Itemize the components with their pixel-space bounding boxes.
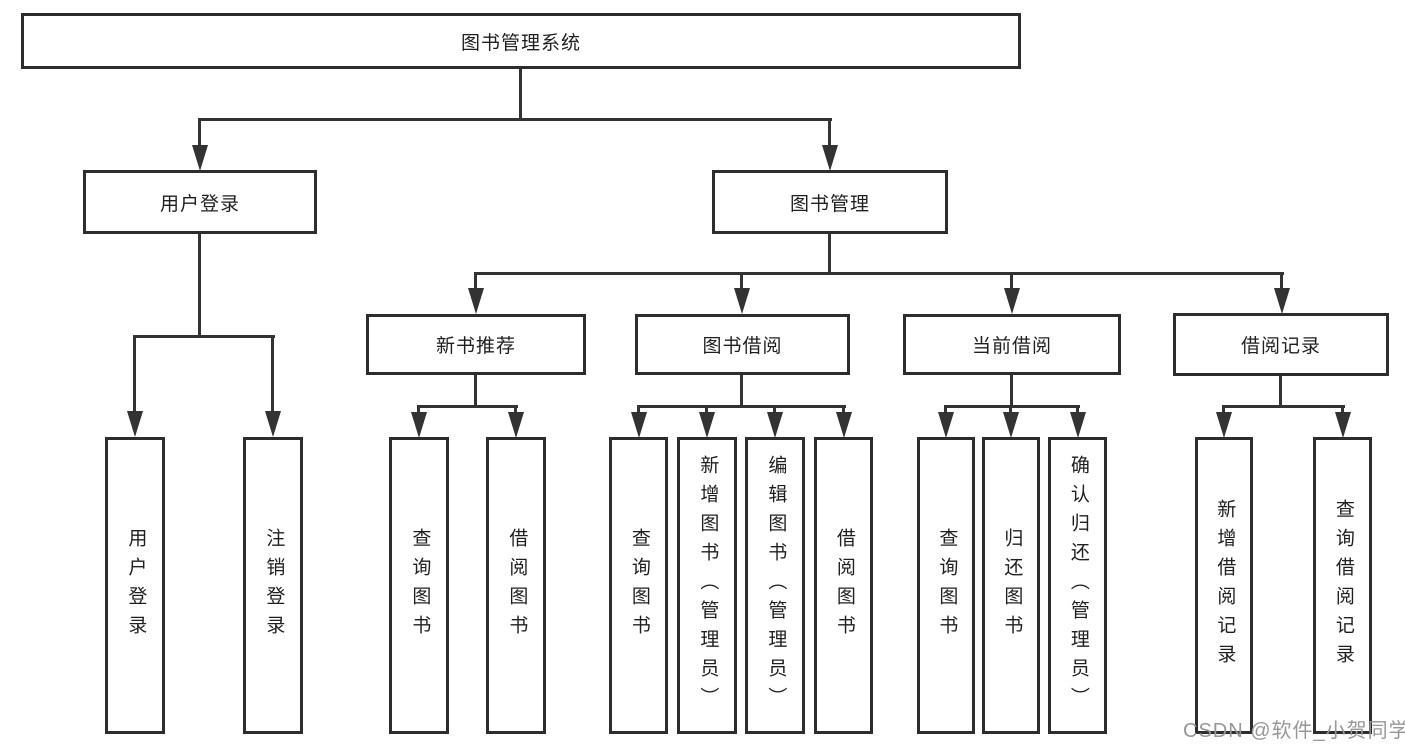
arrow-to-nb-borrow <box>508 412 524 438</box>
arrow-to-leaf-user-login <box>127 411 143 437</box>
connector-book-borrow-stem <box>740 375 743 406</box>
node-leaf-nb-borrow-books: 借阅图书 <box>486 437 546 734</box>
connector-to-new-book <box>474 272 477 292</box>
connector-stub <box>842 405 845 415</box>
node-label: 借阅图书 <box>506 527 528 644</box>
node-leaf-cb-return-books: 归还图书 <box>982 437 1040 734</box>
arrow-to-cb-return <box>1003 412 1019 438</box>
node-label: 查询图书 <box>936 527 958 644</box>
node-label: 编辑图书（管理员） <box>765 455 787 716</box>
connector-stub <box>944 405 947 415</box>
node-leaf-bb-edit-books-admin: 编辑图书（管理员） <box>745 437 805 734</box>
node-label: 当前借阅 <box>971 336 1052 357</box>
arrow-to-book-management <box>822 145 838 171</box>
connector-new-book-stem <box>474 375 477 406</box>
connector-stub <box>1222 405 1225 415</box>
connector-stub <box>1341 405 1344 415</box>
node-leaf-bb-borrow-books: 借阅图书 <box>814 437 873 734</box>
connector-user-login-branch <box>133 335 275 338</box>
arrow-to-borrow-records <box>1274 288 1290 314</box>
csdn-watermark: CSDN @软件_小贺同学 <box>1183 720 1405 742</box>
connector-stub <box>773 405 776 415</box>
connector-current-borrow-branch <box>944 405 1080 408</box>
arrow-to-leaf-logout <box>265 411 281 437</box>
connector-user-login-stem <box>198 234 201 337</box>
arrow-to-br-add <box>1216 412 1232 438</box>
arrow-to-bb-add <box>699 412 715 438</box>
connector-current-borrow-stem <box>1010 375 1013 406</box>
connector-stub <box>1076 405 1079 415</box>
arrow-to-current-borrow <box>1004 288 1020 314</box>
connector-borrow-records-branch <box>1222 405 1345 408</box>
connector-stub <box>1009 405 1012 415</box>
arrow-to-user-login <box>192 145 208 171</box>
node-new-book-recommend: 新书推荐 <box>366 314 586 375</box>
node-label: 新书推荐 <box>435 336 516 357</box>
connector-to-borrow-records <box>1280 272 1283 292</box>
node-leaf-cb-query-books: 查询图书 <box>917 437 975 734</box>
connector-to-user-login <box>198 118 201 147</box>
arrow-to-new-book <box>468 288 484 314</box>
node-leaf-bb-add-books-admin: 新增图书（管理员） <box>677 437 737 734</box>
node-label: 图书借阅 <box>702 336 783 357</box>
arrow-to-bb-borrow <box>836 412 852 438</box>
connector-stub <box>514 405 517 415</box>
node-library-management-system: 图书管理系统 <box>21 13 1021 69</box>
connector-stub <box>637 405 640 415</box>
node-borrowing-records: 借阅记录 <box>1173 313 1389 376</box>
node-book-management: 图书管理 <box>712 170 948 234</box>
connector-stub <box>417 405 420 415</box>
arrow-to-bb-edit <box>767 412 783 438</box>
node-label: 确认归还（管理员） <box>1067 455 1089 716</box>
node-leaf-bb-query-books: 查询图书 <box>609 437 668 734</box>
connector-root-stem <box>519 69 522 120</box>
connector-new-book-branch <box>417 405 518 408</box>
node-leaf-br-query-record: 查询借阅记录 <box>1313 437 1372 734</box>
connector-borrow-records-stem <box>1279 376 1282 406</box>
arrow-to-book-borrow <box>734 288 750 314</box>
node-label: 借阅记录 <box>1240 336 1321 357</box>
node-label: 用户登录 <box>125 527 147 644</box>
node-label: 新增借阅记录 <box>1214 498 1236 673</box>
connector-book-borrow-branch <box>637 405 846 408</box>
arrow-to-bb-query <box>631 412 647 438</box>
connector-to-book-management <box>828 118 831 147</box>
node-leaf-cb-confirm-return-admin: 确认归还（管理员） <box>1048 437 1107 734</box>
node-label: 注销登录 <box>263 527 285 644</box>
node-current-borrowing: 当前借阅 <box>903 314 1121 375</box>
connector-to-current-borrow <box>1010 272 1013 292</box>
node-leaf-br-add-record: 新增借阅记录 <box>1195 437 1253 734</box>
arrow-to-cb-query <box>938 412 954 438</box>
node-book-borrowing: 图书借阅 <box>635 314 850 375</box>
node-leaf-user-login: 用户登录 <box>105 437 165 734</box>
connector-to-book-borrow <box>740 272 743 292</box>
connector-to-leaf-user-login <box>133 335 136 413</box>
node-label: 图书管理 <box>789 193 870 215</box>
node-label: 图书管理系统 <box>460 32 581 54</box>
connector-book-mgmt-branch <box>474 272 1284 275</box>
node-label: 归还图书 <box>1001 527 1023 644</box>
connector-book-mgmt-stem <box>828 234 831 274</box>
arrow-to-br-query <box>1335 412 1351 438</box>
node-label: 借阅图书 <box>833 527 855 644</box>
connector-stub <box>705 405 708 415</box>
node-label: 新增图书（管理员） <box>697 455 719 716</box>
node-label: 查询图书 <box>628 527 650 644</box>
arrow-to-cb-confirm <box>1070 412 1086 438</box>
node-label: 用户登录 <box>159 193 240 215</box>
connector-to-leaf-logout <box>271 335 274 413</box>
arrow-to-nb-query <box>411 412 427 438</box>
node-label: 查询图书 <box>409 527 431 644</box>
node-label: 查询借阅记录 <box>1332 498 1354 673</box>
node-leaf-nb-query-books: 查询图书 <box>389 437 449 734</box>
node-user-login: 用户登录 <box>83 170 317 234</box>
connector-root-branch <box>198 118 832 121</box>
node-leaf-logout: 注销登录 <box>243 437 303 734</box>
